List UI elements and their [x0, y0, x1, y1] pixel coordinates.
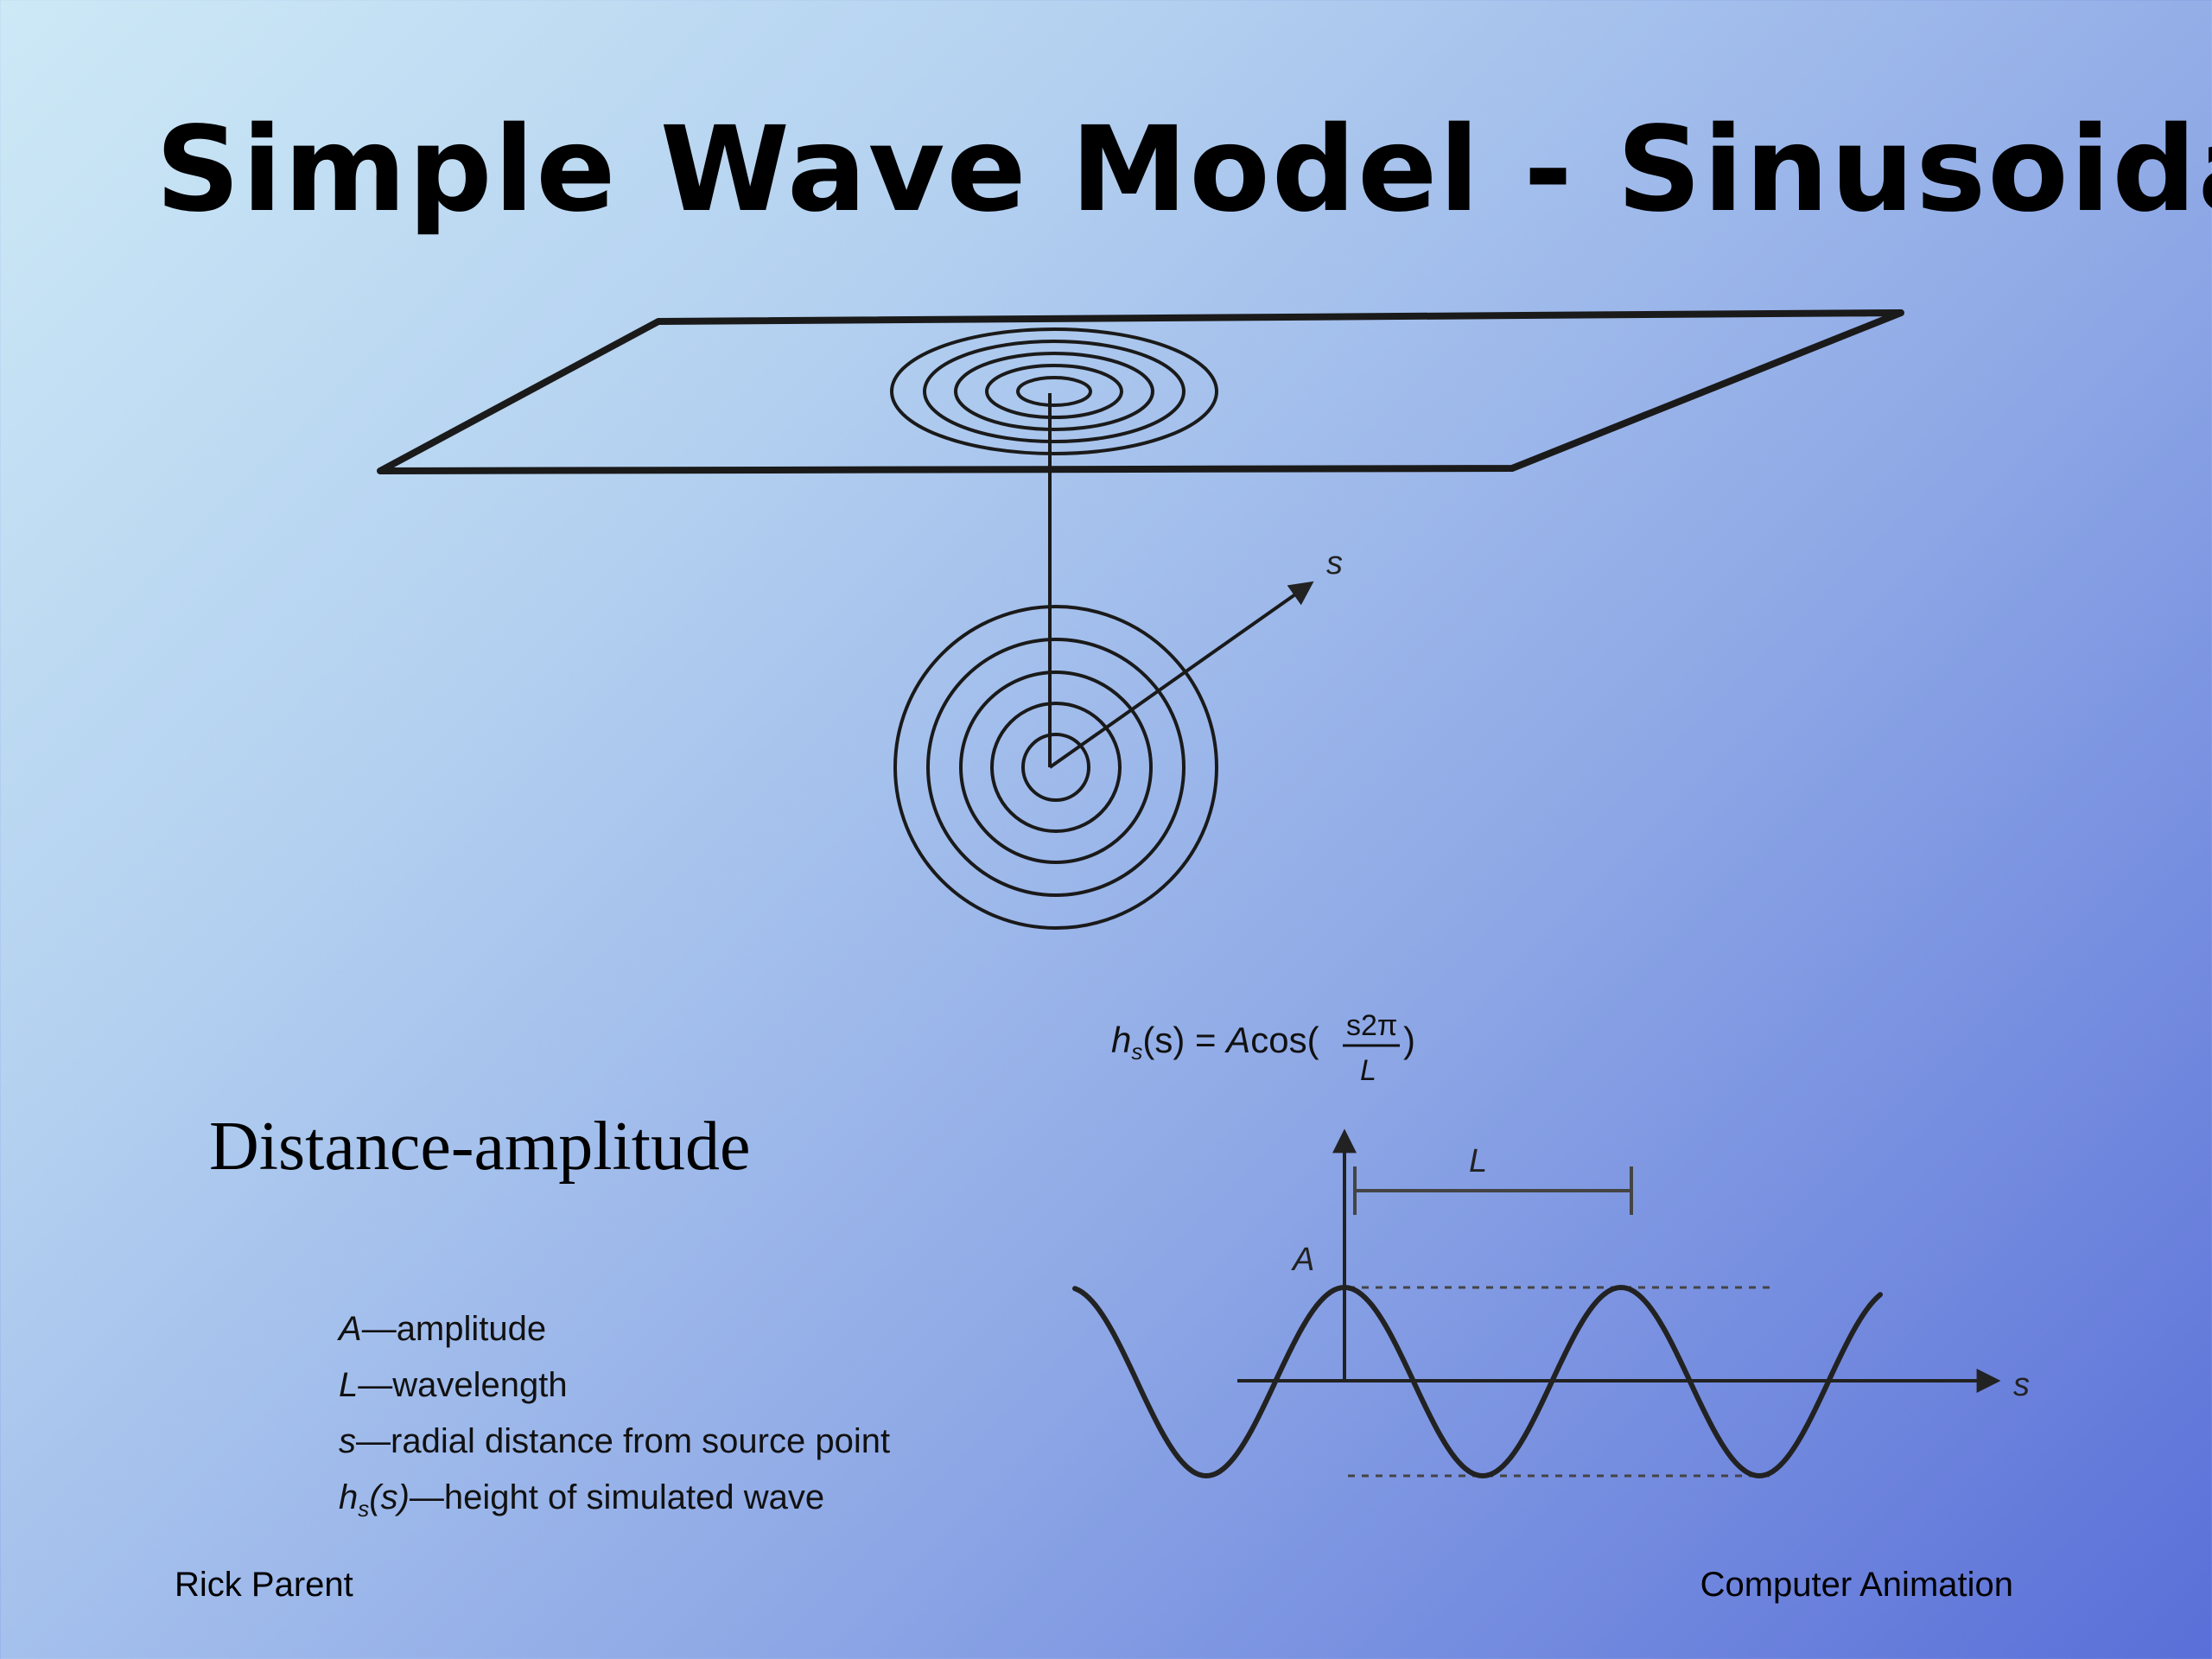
svg-text:hs(s) = Acos(: hs(s) = Acos( [1111, 1020, 1319, 1065]
plane-ripples [890, 327, 1218, 455]
svg-text:s2π: s2π [1346, 1009, 1397, 1042]
slide-subtitle: Distance-amplitude [209, 1109, 751, 1185]
amplitude-label: A [1291, 1242, 1314, 1278]
slide-title: Simple Wave Model - Sinusoidal [156, 102, 2212, 238]
concentric-ripples [893, 605, 1218, 930]
legend-item: s—radial distance from source point [339, 1422, 891, 1460]
footer-course: Computer Animation [1700, 1566, 2013, 1604]
svg-text:): ) [1403, 1020, 1415, 1060]
footer-author: Rick Parent [175, 1566, 353, 1604]
symbol-legend: A—amplitude L—wavelength s—radial distan… [339, 1306, 890, 1531]
wavelength-label: L [1469, 1143, 1487, 1179]
water-plane [377, 309, 1904, 474]
radial-axis-label: s [1326, 545, 1343, 582]
svg-text:L: L [1360, 1054, 1376, 1087]
legend-item: L—wavelength [339, 1366, 568, 1404]
s-axis-label: s [2013, 1367, 2030, 1403]
wave-formula: hs(s) = Acos( s2π L ) [1111, 1009, 1415, 1087]
legend-item: hs(s)—height of simulated wave [339, 1478, 825, 1522]
sine-wave-plot: s L A [1072, 1128, 2030, 1479]
sine-curve [1072, 1284, 1883, 1479]
legend-item: A—amplitude [339, 1310, 547, 1348]
radial-distance-arrow [1048, 581, 1314, 769]
